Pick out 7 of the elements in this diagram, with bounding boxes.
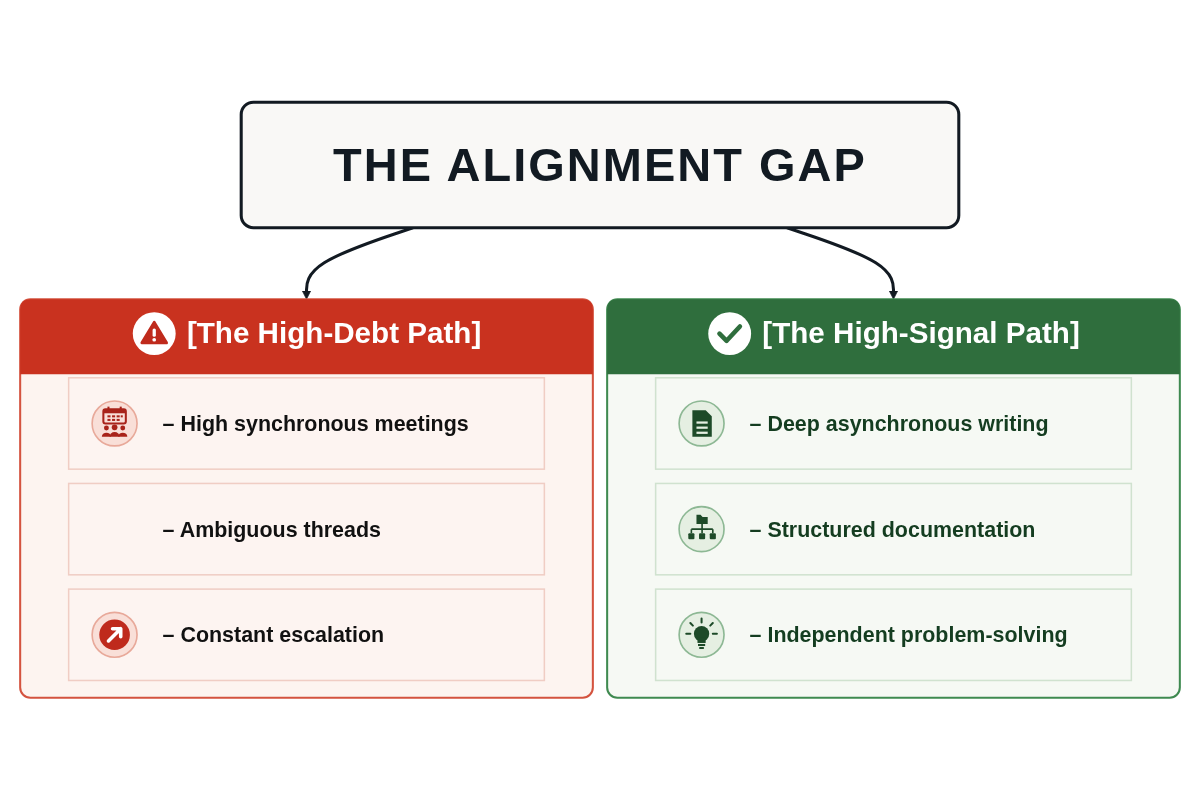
node-box: – Independent problem-solving	[654, 588, 1133, 682]
node-box: – High synchronous meetings	[67, 377, 546, 470]
node-box: THE ALIGNMENT GAP	[239, 100, 961, 230]
node-box: – Ambiguous threads	[67, 482, 546, 576]
node-box: – Deep asynchronous writing	[654, 377, 1133, 470]
node-box: – Constant escalation	[67, 588, 546, 682]
node-box: – Structured documentation	[654, 482, 1133, 576]
